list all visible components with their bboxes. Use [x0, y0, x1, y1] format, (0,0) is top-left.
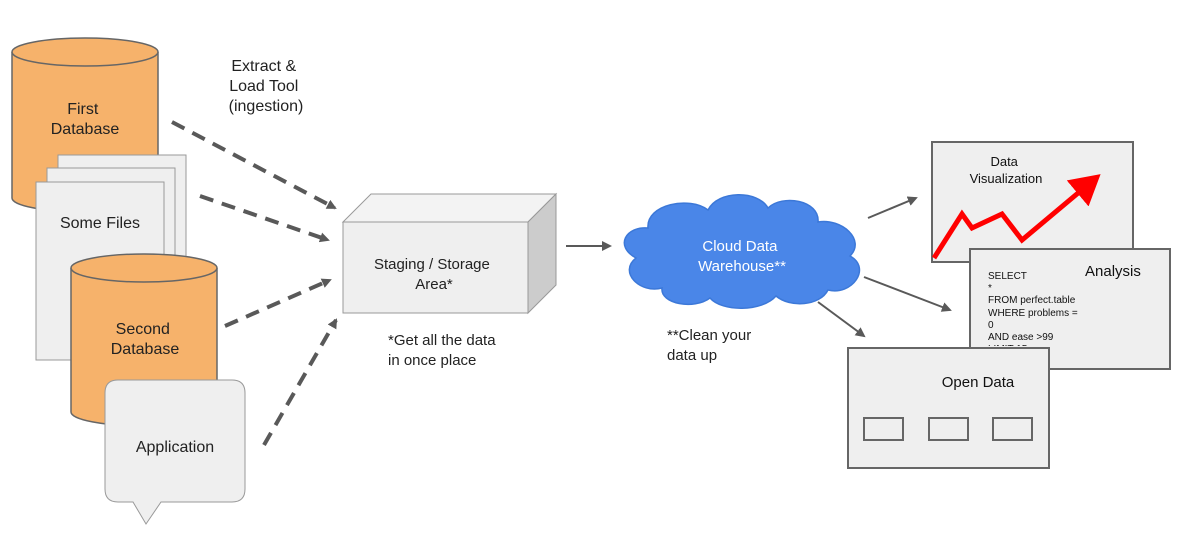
- open-data-panel: [847, 347, 1050, 469]
- visualization-label: Data Visualization: [970, 154, 1043, 186]
- analysis-title: Analysis: [1085, 263, 1141, 280]
- cloud-warehouse-icon: [623, 194, 861, 309]
- open-data-slot-icon: [863, 417, 904, 441]
- warehouse-note: **Clean your data up: [667, 327, 755, 364]
- ingest-arrow-first-database: [171, 120, 337, 210]
- visualization-panel: [931, 141, 1134, 263]
- ingest-arrow-second-database: [224, 278, 332, 328]
- cloud-warehouse-label: Cloud Data Warehouse**: [698, 238, 786, 275]
- extract-load-tool-label: Extract & Load Tool (ingestion): [229, 58, 304, 115]
- open-data-slot-icon: [928, 417, 969, 441]
- staging-storage-box-icon: [341, 192, 558, 315]
- some-files-label: Some Files: [60, 215, 140, 232]
- second-database-label: Second Database: [111, 321, 180, 358]
- ingest-arrow-some-files: [199, 194, 330, 243]
- open-data-label: Open Data: [942, 374, 1015, 391]
- arrow-to-analysis: [863, 276, 952, 312]
- arrow-to-open-data: [817, 301, 866, 338]
- staging-note: *Get all the data in once place: [388, 332, 500, 369]
- application-bubble-icon: [104, 379, 246, 525]
- open-data-slot-icon: [992, 417, 1033, 441]
- sql-query-text: SELECT * FROM perfect.table WHERE proble…: [988, 271, 1081, 355]
- application-label: Application: [136, 439, 214, 456]
- staging-storage-label: Staging / Storage Area*: [374, 256, 494, 293]
- arrow-to-visualization: [867, 196, 918, 219]
- first-database-label: First Database: [51, 101, 120, 138]
- trend-line-icon: [931, 174, 1101, 260]
- ingest-arrow-application: [262, 318, 338, 446]
